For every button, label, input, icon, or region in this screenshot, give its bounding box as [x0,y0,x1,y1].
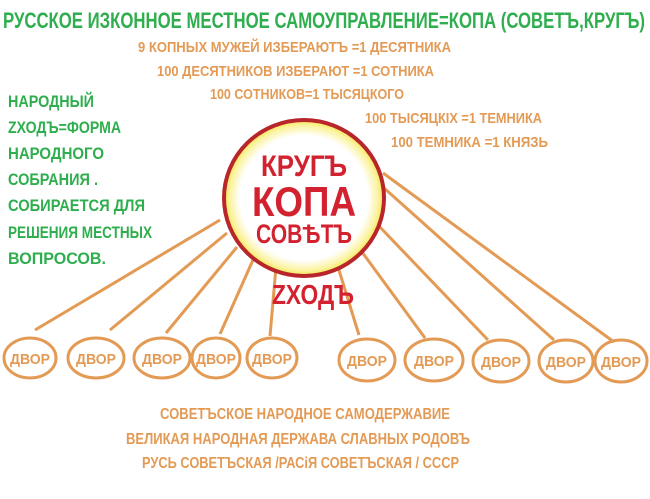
dvor-node [593,338,649,384]
connector-line [336,266,361,336]
dvor-node [537,338,595,384]
connector-line [375,222,490,342]
hierarchy-line: 100 ДЕСЯТНИКОВ ИЗБЕРАЮТ =1 СОТНИКА [157,63,434,80]
dvor-label: ДВОР [142,351,182,368]
footer-line: СОВЕТЪСКОЕ НАРОДНОЕ САМОДЕРЖАВИЕ [160,406,450,423]
dvor-label: ДВОР [10,351,50,368]
connector-line [382,171,615,344]
side-note-line: СОБИРАЕТСЯ ДЛЯ [8,196,145,215]
dvor-label: ДВОР [546,354,586,371]
dvor-node [2,336,58,380]
dvor-label: ДВОР [347,353,387,370]
connector-line [34,218,221,332]
dvor-label: ДВОР [76,351,116,368]
dvor-node [245,336,299,380]
center-label-sovet: СОВѢТЪ [256,219,352,249]
footer-line: РУСЬ СОВЕТЪСКАЯ /РАСiЯ СОВЕТЪСКАЯ / СССР [142,455,459,472]
dvor-label: ДВОР [481,354,521,371]
center-label-kopa: КОПА [252,178,356,225]
kopa-circle [222,118,386,278]
side-note-line: ВОПРОСОВ. [8,249,106,268]
dvor-node [132,336,192,380]
connector-line [268,266,278,337]
dvor-node [66,336,126,380]
dvor-node [190,336,242,380]
dvor-label: ДВОР [601,354,641,371]
connector-line [360,251,427,339]
center-label-krug: КРУГЪ [261,150,347,183]
connector-line [383,186,555,342]
dvor-label: ДВОР [252,351,292,368]
side-note-line: НАРОДНЫЙ [8,92,94,111]
dvor-label: ДВОР [414,353,454,370]
dvor-node [471,338,531,384]
hierarchy-line: 100 ТЫСЯЦКIХ =1 ТЕМНИКА [365,110,542,127]
title: РУССКОЕ ИЗКОННОЕ МЕСТНОЕ САМОУПРАВЛЕНИЕ=… [3,8,645,33]
hierarchy-line: 9 КОПНЫХ МУЖЕЙ ИЗБЕРАЮТЪ =1 ДЕСЯТНИКА [138,38,451,56]
side-note-line: ZХОДЪ=ФОРМА [8,118,121,137]
side-note-line: РЕШЕНИЯ МЕСТНЫХ [8,223,153,242]
hierarchy-line: 100 СОТНИКОВ=1 ТЫСЯЦКОГО [210,86,404,103]
side-note-line: НАРОДНОГО [8,144,104,163]
connector-lines [34,171,615,344]
dvor-node [403,337,465,383]
dvor-node [337,337,397,383]
connector-line [218,259,255,335]
side-note: НАРОДНЫЙ ZХОДЪ=ФОРМА НАРОДНОГО СОБРАНИЯ … [8,92,153,268]
central-circle: КРУГЪ КОПА СОВѢТЪ [222,118,386,278]
side-note-line: СОБРАНИЯ . [8,170,98,189]
dvor-label: ДВОР [196,351,236,368]
assembly-label: ZХОДЪ [272,279,354,310]
dvor-nodes: ДВОР ДВОР ДВОР ДВОР ДВОР ДВОР ДВОР ДВОР … [2,336,649,384]
hierarchy-line: 100 ТЕМНИКА =1 КНЯЗЬ [391,134,548,151]
connector-line [109,231,228,332]
footer-line: ВЕЛИКАЯ НАРОДНАЯ ДЕРЖАВА СЛАВНЫХ РОДОВЪ [126,431,470,448]
connector-line [164,246,239,334]
